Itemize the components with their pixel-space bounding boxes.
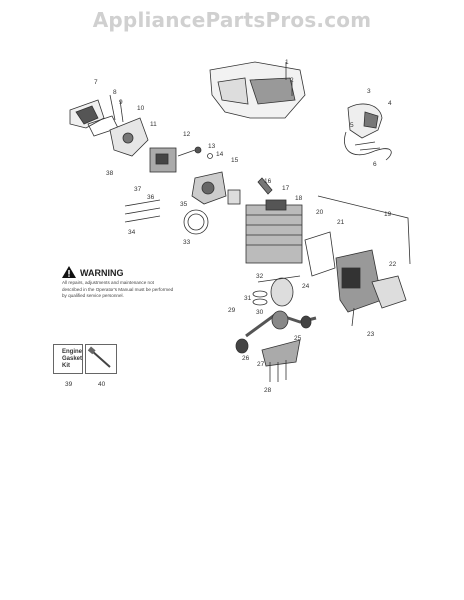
callout-16: 16 [264,178,272,185]
callout-14: 14 [216,151,224,158]
callout-25: 25 [294,335,302,342]
callout-11: 11 [150,121,157,128]
callout-7: 7 [94,79,98,86]
callout-23: 23 [367,331,375,338]
callout-27: 27 [257,361,265,368]
crankcase [261,339,301,367]
callout-31: 31 [244,295,252,302]
callout-17: 17 [282,185,290,192]
callout-36: 36 [147,194,155,201]
callout-12: 12 [183,131,191,138]
gasket-kit-line3: Kit [62,363,70,369]
callout-2: 2 [290,77,294,84]
watermark: AppliancePartsPros.com [92,8,372,32]
callout-26: 26 [242,355,250,362]
warning-text: All repairs, adjustments and maintenance… [62,280,174,298]
bearing [235,338,249,354]
callout-35: 35 [180,201,188,208]
callout-30: 30 [256,309,264,316]
callout-1: 1 [285,59,289,66]
gasket-kit-line2: Gasket [62,356,83,362]
spark-plug [257,177,273,195]
callout-39: 39 [65,381,73,388]
callout-32: 32 [256,273,264,280]
tool-icon [87,346,111,368]
callout-33: 33 [183,239,191,246]
callout-28: 28 [264,387,272,394]
gasket-kit-box: Engine Gasket Kit [53,344,83,374]
callout-5: 5 [350,122,354,129]
muffler-gasket [304,231,336,277]
gasket-kit-line1: Engine [62,349,83,355]
callout-10: 10 [137,105,145,112]
spark-arrestor [371,275,407,309]
callout-38: 38 [106,170,114,177]
callout-6: 6 [373,161,377,168]
callout-22: 22 [389,261,397,268]
tool-box [85,344,117,374]
spark-lead [344,131,392,161]
callout-3: 3 [367,88,371,95]
piston [270,277,294,307]
callout-18: 18 [295,195,303,202]
callout-24: 24 [302,283,310,290]
callout-34: 34 [128,229,136,236]
callout-15: 15 [231,157,239,164]
gasket-ring [183,209,209,235]
callout-20: 20 [316,209,324,216]
callout-37: 37 [134,186,142,193]
warning-title: WARNING [80,268,124,278]
callout-9: 9 [119,99,123,106]
callout-19: 19 [384,211,392,218]
callout-21: 21 [337,219,345,226]
callout-13: 13 [208,143,216,150]
warning-triangle-icon [62,266,76,278]
callout-29: 29 [228,307,236,314]
callout-8: 8 [113,89,117,96]
callout-4: 4 [388,100,392,107]
callout-40: 40 [98,381,106,388]
